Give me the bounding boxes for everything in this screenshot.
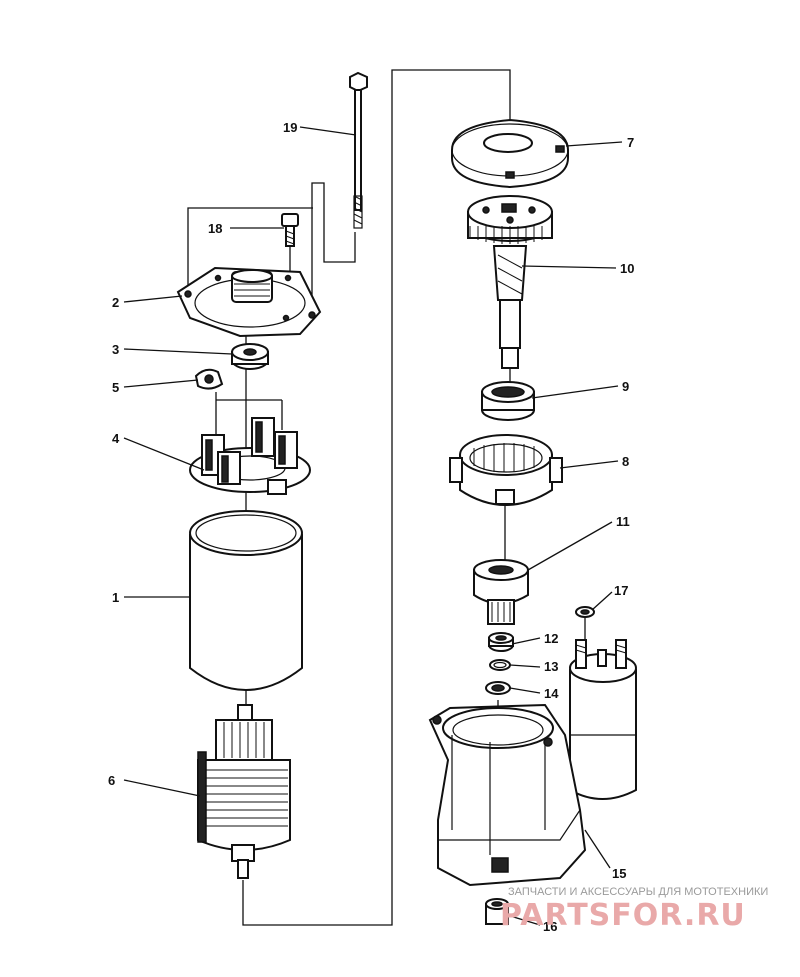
callout-labels: 19 18 2 3 5 4 1 6 7 10 9 8 11 12 13 14 1… (108, 120, 634, 934)
callout-19: 19 (283, 120, 297, 135)
motor-housing-yoke (189, 510, 303, 691)
snap-ring (489, 659, 511, 671)
callout-8: 8 (622, 454, 629, 469)
drive-end-bushing (485, 898, 509, 925)
callout-11: 11 (616, 514, 630, 529)
callout-1: 1 (112, 590, 119, 605)
brush-spring (194, 368, 224, 390)
callout-7: 7 (627, 135, 634, 150)
watermark-tagline: ЗАПЧАСТИ И АКСЕССУАРЫ ДЛЯ МОТОТЕХНИКИ (508, 886, 768, 898)
thrust-washer (485, 681, 511, 695)
callout-10: 10 (620, 261, 634, 276)
callout-5: 5 (112, 380, 119, 395)
bolt-path-line (311, 182, 356, 300)
callout-6: 6 (108, 773, 115, 788)
callout-15: 15 (612, 866, 626, 881)
drive-pinion-clutch (473, 559, 529, 625)
armature (197, 704, 291, 879)
callout-3: 3 (112, 342, 119, 357)
commutator-end-cover (176, 266, 322, 338)
watermark-logo: PARTSFOR.RU (500, 898, 746, 933)
assembly-path-line (242, 69, 511, 926)
watermark: ЗАПЧАСТИ И АКСЕССУАРЫ ДЛЯ МОТОТЕХНИКИ PA… (500, 886, 768, 933)
end-cover-screw (281, 213, 299, 247)
needle-bearing (481, 381, 535, 421)
callout-17: 17 (614, 583, 628, 598)
planetary-shaft (467, 195, 553, 369)
drive-end-cover (451, 118, 569, 189)
end-bearing (231, 343, 269, 370)
bracket-line-left (187, 207, 313, 290)
callout-12: 12 (544, 631, 558, 646)
stop-collar (488, 632, 514, 652)
drive-housing (428, 703, 587, 887)
callout-18: 18 (208, 221, 222, 236)
leader-lines (123, 126, 623, 926)
callout-4: 4 (112, 431, 120, 446)
brush-holder-plate (189, 417, 311, 495)
callout-2: 2 (112, 295, 119, 310)
callout-14: 14 (544, 686, 559, 701)
solenoid (569, 639, 637, 800)
through-bolt (349, 71, 368, 229)
callout-16: 16 (543, 919, 557, 934)
callout-9: 9 (622, 379, 629, 394)
callout-13: 13 (544, 659, 558, 674)
solenoid-terminal-nut (575, 606, 595, 618)
internal-ring-gear (449, 434, 563, 506)
